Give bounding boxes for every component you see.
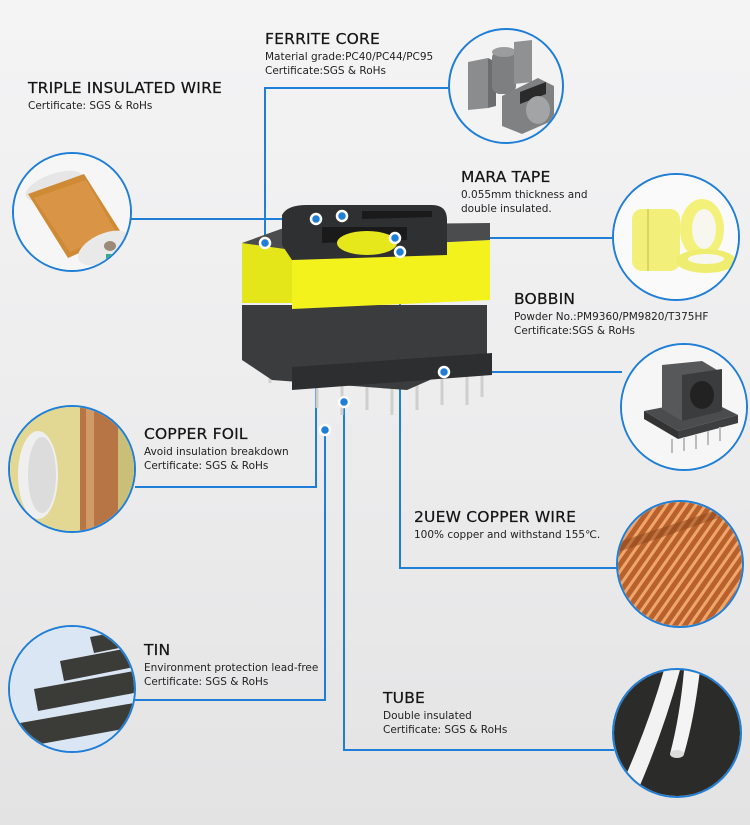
bobbin-image [620,343,748,471]
tube-label: TUBE Double insulated Certificate: SGS &… [383,689,507,737]
mara-tape-insulation: double insulated. [461,202,552,215]
tin-title: TIN [144,641,171,659]
copper-wire-image [616,500,744,628]
tube-image [612,668,742,798]
copper-foil-label: COPPER FOIL Avoid insulation breakdown C… [144,425,289,473]
mara-tape-image [612,173,740,301]
mara-tape-thickness: 0.055mm thickness and [461,189,588,201]
ferrite-core-image [448,28,564,144]
copper-wire-label: 2UEW COPPER WIRE 100% copper and withsta… [414,508,600,543]
tube-certificate: Certificate: SGS & RoHs [383,723,508,736]
tin-certificate: Certificate: SGS & RoHs [144,675,269,688]
copper-wire-title: 2UEW COPPER WIRE [414,508,577,526]
mara-tape-label: MARA TAPE 0.055mm thickness and double i… [461,168,588,216]
triple-insulated-wire-label: TRIPLE INSULATED WIRE Certificate: SGS &… [28,79,222,114]
copper-foil-image [8,405,136,533]
bobbin-label: BOBBIN Powder No.:PM9360/PM9820/T375HF C… [514,290,709,338]
copper-foil-title: COPPER FOIL [144,425,248,443]
ferrite-core-title: FERRITE CORE [265,30,380,48]
ferrite-core-material: Material grade:PC40/PC44/PC95 [265,51,434,63]
tin-label: TIN Environment protection lead-free Cer… [144,641,318,689]
ferrite-core-label: FERRITE CORE Material grade:PC40/PC44/PC… [265,30,433,78]
ferrite-core-certificate: Certificate:SGS & RoHs [265,64,387,77]
bobbin-title: BOBBIN [514,290,576,308]
copper-foil-certificate: Certificate: SGS & RoHs [144,459,269,472]
triple-insulated-wire-title: TRIPLE INSULATED WIRE [28,79,223,97]
triple-insulated-wire-image [12,152,132,272]
triple-insulated-wire-certificate: Certificate: SGS & RoHs [28,100,153,112]
tin-description: Environment protection lead-free [144,662,319,674]
copper-foil-description: Avoid insulation breakdown [144,446,289,458]
tin-image [8,625,136,753]
tube-description: Double insulated [383,710,472,722]
mara-tape-title: MARA TAPE [461,168,551,186]
bobbin-certificate: Certificate:SGS & RoHs [514,324,636,337]
copper-wire-description: 100% copper and withstand 155℃. [414,529,601,541]
bobbin-powder: Powder No.:PM9360/PM9820/T375HF [514,311,709,323]
tube-title: TUBE [383,689,426,707]
transformer-image [232,205,502,420]
